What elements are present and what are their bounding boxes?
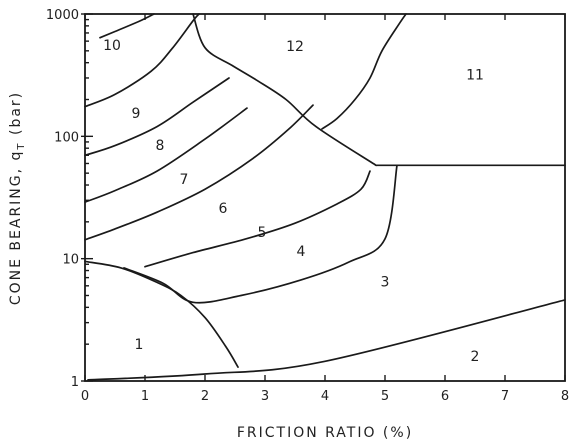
boundary-zone-11-12 (321, 13, 407, 130)
zone-label-1: 1 (135, 337, 144, 353)
x-tick-label: 7 (501, 389, 509, 404)
plot-frame (84, 13, 566, 382)
zone-label-4: 4 (297, 244, 306, 260)
zone-label-8: 8 (156, 138, 165, 154)
zone-label-6: 6 (219, 201, 228, 217)
y-tick-label: 10 (62, 253, 79, 268)
boundary-zone-1-top (84, 260, 239, 368)
x-tick-label: 0 (81, 389, 89, 404)
zone-label-2: 2 (471, 349, 480, 365)
y-tick-label: 1000 (46, 8, 79, 23)
boundary-arc-4 (84, 77, 230, 157)
x-tick-label: 3 (261, 389, 269, 404)
x-tick-label: 2 (201, 389, 209, 404)
y-axis-label: CONE BEARING, qT (bar) (8, 91, 27, 305)
zone-label-12: 12 (286, 39, 304, 55)
x-tick-label: 8 (561, 389, 569, 404)
x-axis-label: FRICTION RATIO (%) (237, 425, 413, 441)
x-tick-label: 1 (141, 389, 149, 404)
zone-boundaries (84, 13, 566, 381)
boundary-arc-1 (144, 170, 371, 268)
boundary-zone-3-4 (123, 164, 398, 304)
x-tick-label: 6 (441, 389, 449, 404)
zone-label-5: 5 (258, 225, 267, 241)
zone-label-11: 11 (466, 68, 484, 84)
zone-label-7: 7 (180, 172, 189, 188)
y-axis-ticks: 1 10 100 1000 (46, 8, 93, 390)
x-tick-label: 5 (381, 389, 389, 404)
zone-label-9: 9 (132, 106, 141, 122)
boundary-arc-6 (99, 13, 155, 39)
boundary-arc-2 (84, 104, 314, 241)
zone-label-10: 10 (103, 38, 121, 54)
x-tick-label: 4 (321, 389, 329, 404)
boundary-arc-5 (84, 13, 200, 108)
y-tick-label: 1 (71, 375, 79, 390)
y-tick-label: 100 (54, 130, 79, 145)
boundary-zone-2-top (87, 299, 566, 381)
boundary-arc-3 (84, 107, 248, 203)
boundary-zone-12-left (192, 13, 377, 167)
zone-label-3: 3 (381, 275, 390, 291)
